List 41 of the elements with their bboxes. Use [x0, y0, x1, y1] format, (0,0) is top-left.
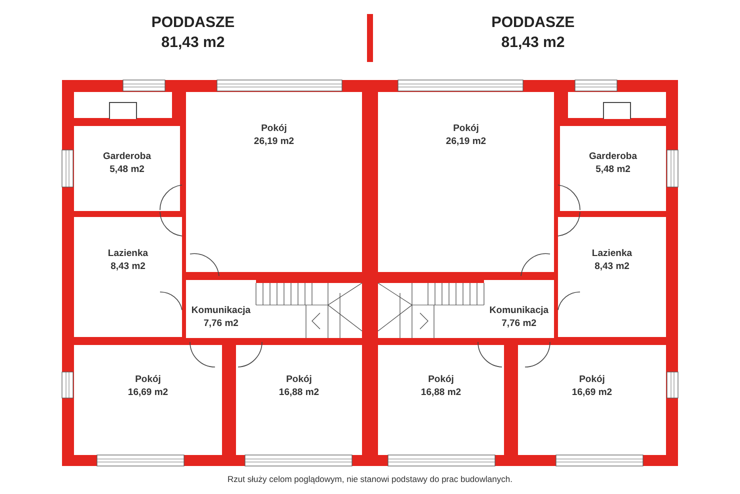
room-area-value: 16,69 m2 [572, 386, 612, 399]
room-area-value: 5,48 m2 [110, 163, 144, 176]
room-name: Komunikacja [191, 304, 251, 317]
room [378, 92, 554, 272]
room [186, 280, 256, 338]
room-area-value: 7,76 m2 [204, 317, 238, 330]
room-name: Garderoba [588, 150, 638, 163]
room-name: Pokój [453, 122, 479, 135]
room [558, 217, 666, 337]
room-area-value: 7,76 m2 [502, 317, 536, 330]
floor-name: PODDASZE [150, 14, 236, 31]
room-name: Komunikacja [489, 304, 549, 317]
room-area-value: 26,19 m2 [446, 135, 486, 148]
room-name: Pokój [286, 373, 312, 386]
room [236, 345, 362, 455]
floor-name: PODDASZE [490, 14, 576, 31]
caption: Rzut służy celom poglądowym, nie stanowi podstawy do prac budowlanych. [226, 474, 514, 484]
room [378, 345, 504, 455]
room-area-value: 16,69 m2 [128, 386, 168, 399]
room-name: Lazienka [108, 247, 148, 260]
room-name: Pokój [579, 373, 605, 386]
room-area-value: 16,88 m2 [420, 386, 462, 399]
room [484, 280, 554, 338]
room-name: Pokój [135, 373, 161, 386]
room [74, 217, 182, 337]
room-area-value: 16,88 m2 [278, 386, 320, 399]
room-area-value: 8,43 m2 [110, 260, 146, 273]
room-area-value: 26,19 m2 [254, 135, 294, 148]
floor-area-label: 81,43 m2 [160, 34, 226, 51]
room [74, 345, 222, 455]
room [518, 345, 666, 455]
room [74, 126, 180, 211]
floor-area-label: 81,43 m2 [500, 34, 566, 51]
room-area-value: 8,43 m2 [594, 260, 630, 273]
room-area-value: 5,48 m2 [596, 163, 630, 176]
room-name: Pokój [428, 373, 454, 386]
room-name: Garderoba [102, 150, 152, 163]
room-name: Lazienka [592, 247, 632, 260]
room-name: Pokój [261, 122, 287, 135]
room [186, 92, 362, 272]
room [560, 126, 666, 211]
